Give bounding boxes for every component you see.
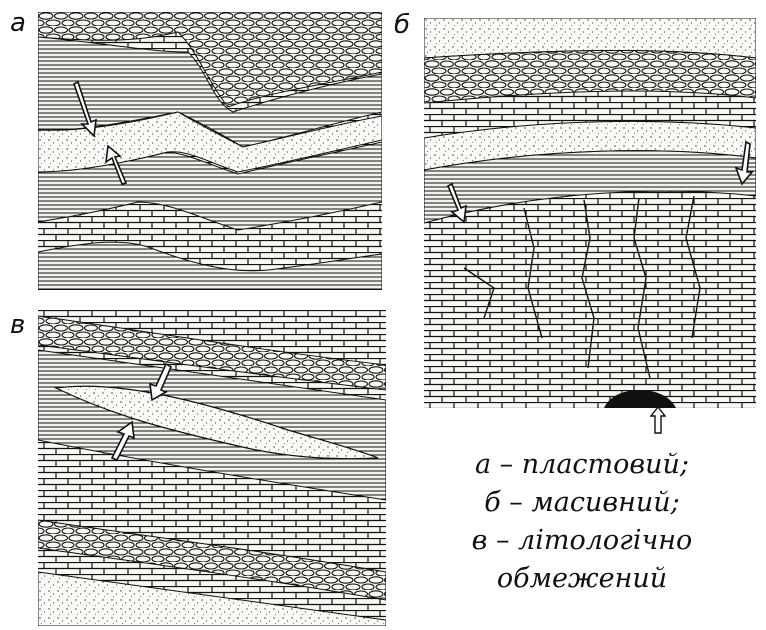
panel-b-label: б [394,12,410,38]
panel-v [38,310,386,626]
legend-item-b: б – масивний; [432,484,732,522]
panel-a-label: а [10,10,26,36]
legend: а – пластовий; б – масивний; в – літолог… [432,446,732,598]
panel-v-illustration [38,310,386,626]
panel-b [424,18,756,408]
panel-b-illustration [424,18,756,408]
panel-a-illustration [38,12,382,290]
panel-v-label: в [10,312,25,338]
legend-item-v: в – літологічно [432,522,732,560]
up-arrow-icon [650,406,666,434]
legend-item-a: а – пластовий; [432,446,732,484]
panel-a [38,12,382,290]
legend-item-v-cont: обмежений [432,560,732,598]
